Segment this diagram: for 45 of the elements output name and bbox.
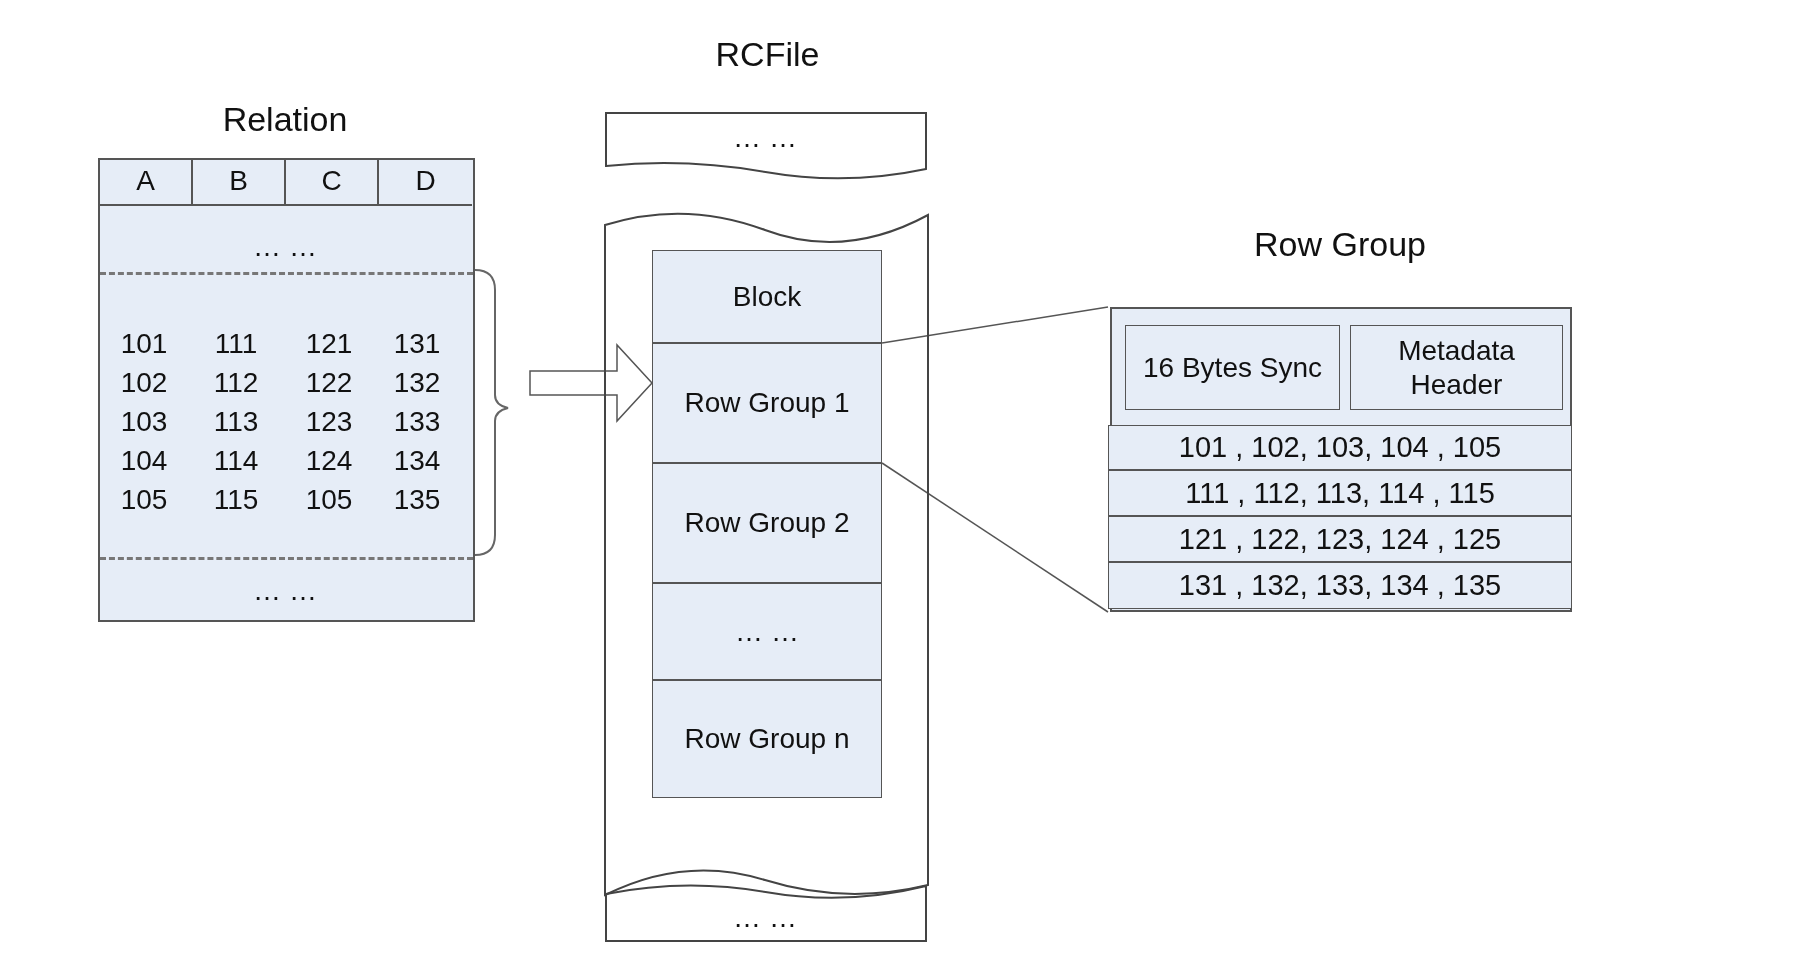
connector-line	[881, 462, 1109, 613]
table-value: 134	[392, 444, 442, 479]
table-value: 131	[392, 327, 442, 362]
table-value: 103	[119, 405, 169, 440]
sync-cell: 16 Bytes Sync	[1125, 325, 1340, 410]
row-group-cell: Row Group n	[652, 680, 882, 798]
table-value: 112	[212, 366, 260, 401]
block-arrow	[529, 343, 653, 423]
column-header: C	[286, 158, 379, 206]
table-value: 133	[392, 405, 442, 440]
ellipsis: … …	[732, 901, 798, 936]
data-row: 111 , 112, 113, 114 , 115	[1108, 470, 1572, 516]
table-value: 105	[304, 483, 354, 518]
connector-line	[881, 306, 1109, 344]
heading: RCFile	[714, 35, 821, 74]
ellipsis: … …	[252, 230, 318, 265]
data-row: 131 , 132, 133, 134 , 135	[1108, 562, 1572, 609]
table-value: 111	[213, 327, 259, 362]
column-header: D	[379, 158, 472, 206]
table-value: 124	[304, 444, 354, 479]
table-value: 121	[304, 327, 354, 362]
table-value: 114	[212, 444, 260, 479]
ellipsis: … …	[732, 121, 798, 156]
table-value: 102	[119, 366, 169, 401]
table-value: 113	[212, 405, 260, 440]
table-value: 115	[212, 483, 260, 518]
row-group-cell: Row Group 2	[652, 463, 882, 583]
table-value: 123	[304, 405, 354, 440]
ellipsis: … …	[252, 574, 318, 609]
table-value: 122	[304, 366, 354, 401]
data-row: 101 , 102, 103, 104 , 105	[1108, 425, 1572, 470]
table-value: 105	[119, 483, 169, 518]
metadata-cell: Metadata Header	[1350, 325, 1563, 410]
table-value: 135	[392, 483, 442, 518]
heading: Row Group	[1253, 225, 1427, 264]
column-header: A	[100, 158, 193, 206]
table-value: 101	[119, 327, 169, 362]
table-value: 132	[392, 366, 442, 401]
block-cell: Block	[652, 250, 882, 343]
column-header: B	[193, 158, 286, 206]
heading: Relation	[221, 100, 349, 139]
data-row: 121 , 122, 123, 124 , 125	[1108, 516, 1572, 562]
table-value: 104	[119, 444, 169, 479]
row-group-cell: Row Group 1	[652, 343, 882, 463]
row-group-cell: … …	[652, 583, 882, 680]
